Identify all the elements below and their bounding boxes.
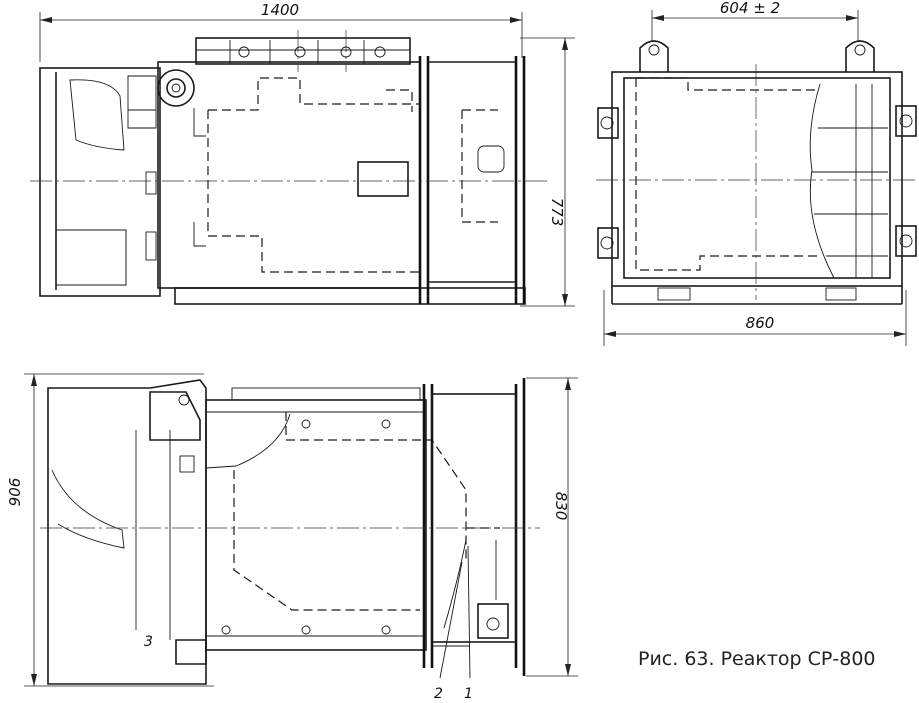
dimension-604: 604 ± 2 xyxy=(651,0,859,42)
dim-label-right: 830 xyxy=(552,492,570,521)
dim-label-height: 773 xyxy=(548,198,566,227)
dimension-860: 860 xyxy=(603,290,907,346)
callout-1: 1 xyxy=(464,686,473,702)
dimension-773: 773 xyxy=(520,37,575,307)
dimension-1400: 1400 xyxy=(39,1,523,62)
dim-label-left: 906 xyxy=(6,478,24,507)
end-view: 604 ± 2 860 xyxy=(596,0,917,346)
figure-caption: Рис. 63. Реактор СР-800 xyxy=(638,648,876,670)
dimension-830: 830 xyxy=(526,377,578,677)
dim-label-top: 604 ± 2 xyxy=(720,0,780,17)
callout-leaders xyxy=(439,545,471,679)
dimension-906: 906 xyxy=(6,373,214,687)
plan-view: 906 830 xyxy=(6,373,578,702)
side-view: 1400 773 xyxy=(30,1,575,307)
callout-2: 2 xyxy=(434,686,443,702)
callout-3: 3 xyxy=(144,634,153,650)
dim-label-bottom: 860 xyxy=(746,314,775,332)
dim-label-width: 1400 xyxy=(261,1,299,19)
